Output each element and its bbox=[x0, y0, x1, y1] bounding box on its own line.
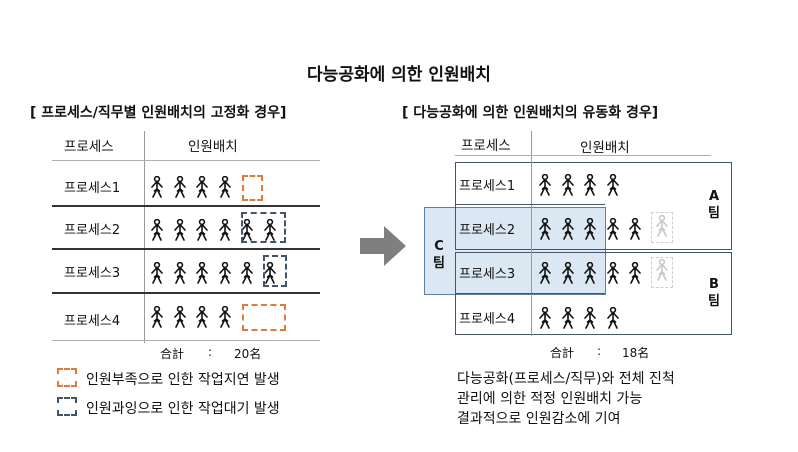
left-col-staff: 인원배치 bbox=[188, 139, 238, 155]
right-total-label: 合計 bbox=[550, 346, 575, 360]
legend-shortage-text: 인원부족으로 인한 작업지연 발생 bbox=[86, 372, 280, 388]
note-line-3: 결과적으로 인원감소에 기여 bbox=[457, 411, 621, 427]
right-total-sep: : bbox=[597, 344, 602, 358]
person-icon bbox=[173, 261, 187, 284]
person-icon bbox=[240, 218, 254, 241]
person-icon bbox=[173, 305, 187, 328]
person-icon bbox=[195, 261, 209, 284]
person-icon bbox=[173, 218, 187, 241]
person-icon bbox=[583, 173, 597, 196]
left-process3-label: 프로세스3 bbox=[64, 266, 121, 281]
right-process1-label: 프로세스1 bbox=[459, 179, 516, 194]
person-icon bbox=[218, 305, 232, 328]
person-icon bbox=[150, 261, 164, 284]
person-icon bbox=[538, 217, 552, 240]
removed-person-icon bbox=[655, 258, 669, 281]
right-process2-label: 프로세스2 bbox=[459, 223, 516, 238]
team-c-label: C 팀 bbox=[433, 239, 445, 271]
left-bottom-line bbox=[52, 340, 320, 341]
left-excess-marker bbox=[263, 255, 287, 287]
person-icon bbox=[240, 261, 254, 284]
left-column-divider bbox=[144, 131, 145, 343]
person-icon bbox=[606, 306, 620, 329]
person-icon bbox=[583, 261, 597, 284]
person-icon bbox=[150, 305, 164, 328]
team-b-label: B 팀 bbox=[708, 277, 720, 309]
left-shortage-marker bbox=[242, 175, 263, 201]
right-row-line bbox=[455, 293, 605, 294]
person-icon bbox=[195, 175, 209, 198]
legend-excess-swatch bbox=[57, 397, 77, 416]
right-header-line bbox=[455, 155, 711, 156]
right-col-staff: 인원배치 bbox=[580, 140, 630, 156]
right-row-line bbox=[455, 204, 605, 205]
person-icon bbox=[538, 173, 552, 196]
person-icon bbox=[561, 306, 575, 329]
left-total-sep: : bbox=[208, 345, 213, 359]
person-icon bbox=[583, 217, 597, 240]
person-icon bbox=[628, 217, 642, 240]
right-process3-label: 프로세스3 bbox=[459, 267, 516, 282]
person-icon bbox=[583, 306, 597, 329]
team-a-box bbox=[455, 162, 732, 250]
legend-shortage-swatch bbox=[57, 368, 77, 387]
diagram-title: 다능공화에 의한 인원배치 bbox=[307, 65, 491, 85]
person-icon bbox=[561, 217, 575, 240]
left-header-line bbox=[52, 160, 320, 161]
left-process1-label: 프로세스1 bbox=[64, 181, 121, 196]
person-icon bbox=[218, 175, 232, 198]
person-icon bbox=[150, 175, 164, 198]
person-icon bbox=[195, 218, 209, 241]
removed-person-icon bbox=[655, 214, 669, 237]
right-process4-label: 프로세스4 bbox=[459, 312, 516, 327]
team-a-label: A 팀 bbox=[708, 189, 720, 221]
person-icon bbox=[150, 218, 164, 241]
left-total-label: 合計 bbox=[160, 347, 185, 361]
left-process4-label: 프로세스4 bbox=[64, 314, 121, 329]
right-subtitle: [ 다능공화에 의한 인원배치의 유동화 경우] bbox=[402, 105, 659, 121]
person-icon bbox=[263, 218, 277, 241]
person-icon bbox=[606, 261, 620, 284]
person-icon bbox=[218, 261, 232, 284]
person-icon bbox=[263, 261, 277, 284]
person-icon bbox=[606, 173, 620, 196]
right-arrow-icon bbox=[360, 226, 406, 266]
left-subtitle: [ 프로세스/직무별 인원배치의 고정화 경우] bbox=[30, 105, 287, 121]
person-icon bbox=[538, 261, 552, 284]
left-total-value: 20名 bbox=[234, 347, 262, 361]
right-total-value: 18名 bbox=[622, 346, 650, 360]
person-icon bbox=[628, 261, 642, 284]
right-removed-worker-marker bbox=[651, 212, 673, 243]
person-icon bbox=[561, 261, 575, 284]
person-icon bbox=[561, 173, 575, 196]
person-icon bbox=[195, 305, 209, 328]
left-col-process: 프로세스 bbox=[64, 139, 114, 155]
left-process2-label: 프로세스2 bbox=[64, 223, 121, 238]
left-row-line bbox=[52, 248, 320, 250]
left-row-line bbox=[52, 205, 320, 207]
left-row-line bbox=[52, 292, 320, 294]
person-icon bbox=[538, 306, 552, 329]
right-removed-worker-marker bbox=[651, 257, 673, 288]
person-icon bbox=[218, 218, 232, 241]
legend-excess-text: 인원과잉으로 인한 작업대기 발생 bbox=[86, 401, 280, 417]
left-excess-marker bbox=[241, 212, 286, 243]
right-col-process: 프로세스 bbox=[461, 138, 511, 154]
left-shortage-marker bbox=[242, 304, 286, 331]
team-c-area bbox=[424, 207, 606, 295]
note-line-1: 다능공화(프로세스/직무)와 전체 진척 bbox=[457, 371, 675, 387]
person-icon bbox=[173, 175, 187, 198]
note-line-2: 관리에 의한 적정 인원배치 가능 bbox=[457, 391, 643, 407]
right-column-divider bbox=[531, 131, 532, 336]
person-icon bbox=[606, 217, 620, 240]
